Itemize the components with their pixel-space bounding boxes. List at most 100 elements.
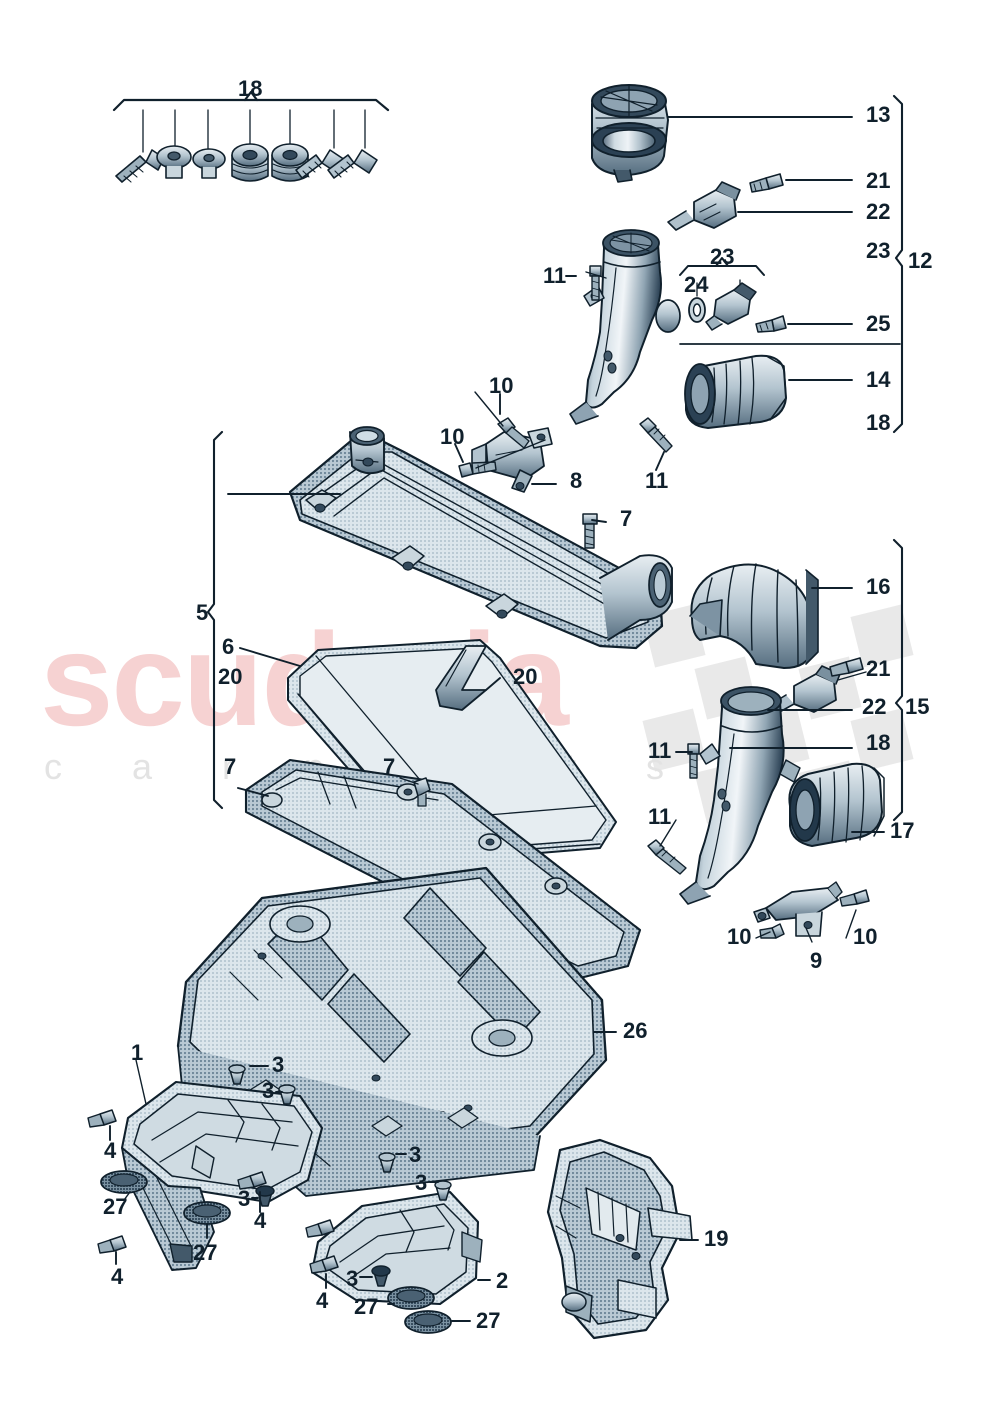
part-3-clip-d: [434, 1180, 452, 1201]
callout-12: 12: [908, 248, 933, 273]
callout-6: 6: [222, 634, 235, 659]
callout-11-a: 11: [543, 263, 567, 288]
callout-3-e: 3: [238, 1186, 251, 1211]
callout-23-sub: 23: [710, 244, 735, 269]
part-3-clip-a: [228, 1064, 246, 1085]
part-11-bolt-b: [639, 417, 673, 453]
callout-14: 14: [866, 367, 891, 392]
callout-11-c: 11: [648, 738, 672, 763]
part-23-temperature-sensor: [705, 282, 757, 331]
fastener-tapping-screw-b: [327, 149, 378, 179]
fastener-grommet-a: [231, 143, 269, 182]
callout-7-c: 7: [383, 754, 396, 779]
callout-16: 16: [866, 574, 891, 599]
callout-20-left: 20: [218, 664, 243, 689]
callout-3-a: 3: [272, 1052, 285, 1077]
part-7-clip-small: [413, 777, 431, 807]
part-10-bolt-d: [839, 889, 870, 907]
part-11-bolt-d: [647, 839, 687, 875]
fastener-flange-bolt-b: [192, 148, 226, 179]
callout-11-b: 11: [645, 468, 669, 493]
callout-10-a: 10: [489, 373, 514, 398]
callout-3-f: 3: [346, 1266, 359, 1291]
part-5-air-cleaner-upper: [288, 426, 673, 650]
part-20-seal-clip: [435, 645, 487, 711]
callout-9: 9: [810, 948, 823, 973]
callout-1: 1: [131, 1040, 144, 1065]
callout-4-a: 4: [104, 1138, 117, 1163]
part-25-retaining-screw: [755, 315, 787, 333]
callout-2: 2: [496, 1268, 509, 1293]
part-3-clip-e: [255, 1185, 275, 1207]
part-4-bolt-e: [305, 1219, 335, 1238]
callout-24: 24: [684, 272, 709, 297]
part-13-air-inlet-connector: [591, 84, 669, 183]
callout-10-d: 10: [853, 924, 878, 949]
part-27-bushing-b: [183, 1201, 231, 1225]
part-21-sensor-screw-upper: [749, 173, 784, 193]
callout-7-a: 7: [620, 506, 633, 531]
callout-23-group: 23: [866, 238, 891, 263]
callout-27-c: 27: [354, 1294, 379, 1319]
part-27-bushing-d: [404, 1310, 452, 1334]
callout-21-bottom: 21: [866, 656, 891, 681]
leader-lines: [109, 116, 885, 1322]
part-22-maf-sensor-upper: [667, 181, 741, 231]
part-4-bolt-c: [97, 1235, 127, 1254]
callout-4-c: 4: [111, 1264, 124, 1289]
part-4-bolt-d: [309, 1255, 339, 1274]
callout-27-a: 27: [103, 1194, 128, 1219]
callout-26: 26: [623, 1018, 648, 1043]
callout-19: 19: [704, 1226, 729, 1251]
group-brackets: [206, 94, 904, 822]
part-19-support-frame: [546, 1138, 693, 1340]
part-3-clip-c: [378, 1152, 396, 1173]
callout-3-c: 3: [409, 1142, 422, 1167]
part-14-flexible-connector: [684, 354, 787, 429]
part-24-o-ring: [688, 297, 706, 323]
callout-27-d: 27: [476, 1308, 501, 1333]
callout-3-d: 3: [415, 1170, 428, 1195]
callout-18-top: 18: [238, 76, 263, 101]
part-12-intake-pipe-upper: [569, 229, 681, 425]
part-7-lower-frame: [244, 758, 642, 980]
part-23-group-bracket: [679, 257, 765, 297]
callout-3-b: 3: [262, 1078, 275, 1103]
part-9-bracket-lower: [753, 881, 843, 937]
fasteners-bottom-group: [87, 1064, 452, 1334]
callout-17: 17: [890, 818, 915, 843]
part-10-bolt-b: [458, 461, 497, 478]
callout-27-b: 27: [193, 1240, 218, 1265]
part-27-bushing-a: [100, 1170, 148, 1194]
callout-11-d: 11: [648, 804, 672, 829]
part-27-bushing-c: [387, 1286, 435, 1310]
part-10-bolt-a: [497, 417, 530, 449]
callout-5: 5: [196, 600, 209, 625]
callout-25: 25: [866, 311, 891, 336]
callout-18-right-2: 18: [866, 730, 891, 755]
callout-10-b: 10: [440, 424, 465, 449]
part-3-clip-f: [371, 1265, 391, 1287]
part-4-bolt-a: [87, 1109, 117, 1128]
callout-7-b: 7: [224, 754, 237, 779]
part-8-bracket-upper: [471, 427, 553, 493]
callout-22-bottom: 22: [862, 694, 887, 719]
fastener-kit-18-group: [112, 90, 390, 183]
callout-22-top: 22: [866, 199, 891, 224]
part-7-screw-a: [582, 513, 598, 549]
callout-4-d: 4: [316, 1288, 329, 1313]
part-4-bolt-b: [237, 1171, 267, 1190]
callout-10-c: 10: [727, 924, 752, 949]
callout-21-top: 21: [866, 168, 891, 193]
callout-4-b: 4: [254, 1208, 267, 1233]
callout-15: 15: [905, 694, 930, 719]
callout-13: 13: [866, 102, 891, 127]
callout-18-right-1: 18: [866, 410, 891, 435]
callout-20-right: 20: [513, 664, 538, 689]
part-2-air-duct-right: [310, 1190, 483, 1306]
callout-8: 8: [570, 468, 583, 493]
fastener-flange-bolt-a: [156, 145, 192, 179]
